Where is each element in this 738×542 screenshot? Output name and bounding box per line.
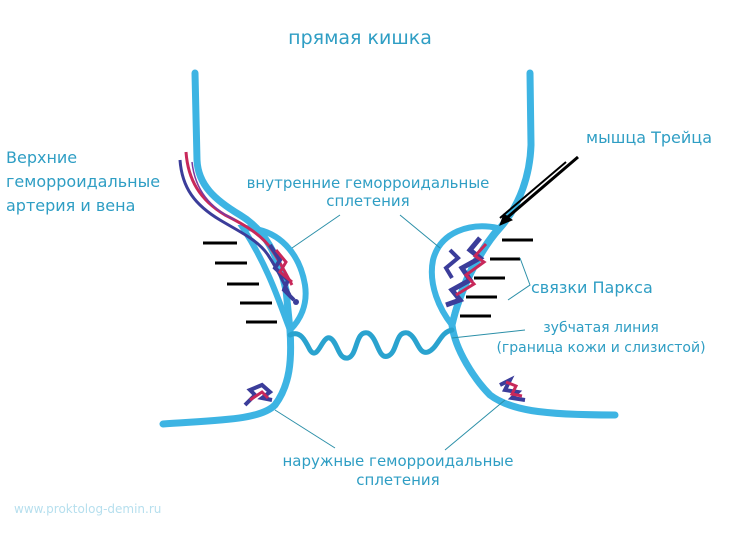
label-line: сплетения: [326, 192, 410, 210]
dentate-line: [287, 327, 455, 361]
label-upper-vessels: Верхние геморроидальные артерия и вена: [6, 146, 160, 218]
label-line: (граница кожи и слизистой): [496, 340, 706, 356]
label-line: наружные геморроидальные: [282, 452, 514, 470]
watermark: www.proktolog-demin.ru: [14, 502, 162, 516]
label-line: зубчатая линия: [543, 320, 659, 336]
left-parks-ligaments: [203, 241, 277, 324]
right-parks-ligaments: [460, 238, 533, 318]
label-line: сплетения: [356, 471, 440, 489]
left-internal-plexus-outline: [237, 224, 309, 336]
label-dentate-line: зубчатая линия (граница кожи и слизистой…: [488, 318, 714, 358]
right-internal-plexus: [443, 236, 488, 308]
left-rectal-wall: [159, 69, 295, 428]
label-external-plexus: наружные геморроидальные сплетения: [262, 452, 534, 490]
treitz-arrow: [499, 155, 579, 226]
label-treitz-muscle: мышца Трейца: [586, 128, 712, 147]
right-external-plexus: [499, 375, 526, 402]
label-line: геморроидальные: [6, 172, 161, 191]
left-external-plexus: [243, 382, 274, 407]
diagram-title: прямая кишка: [288, 27, 432, 49]
label-line: артерия и вена: [6, 196, 136, 215]
left-internal-plexus: [268, 243, 299, 305]
label-parks-ligaments: связки Паркса: [531, 278, 653, 297]
leader-lines: [274, 214, 531, 451]
label-line: Верхние: [6, 148, 78, 167]
upper-vessel-extra: [191, 161, 236, 221]
label-internal-plexus: внутренние геморроидальные сплетения: [228, 174, 508, 210]
label-line: внутренние геморроидальные: [246, 174, 490, 192]
